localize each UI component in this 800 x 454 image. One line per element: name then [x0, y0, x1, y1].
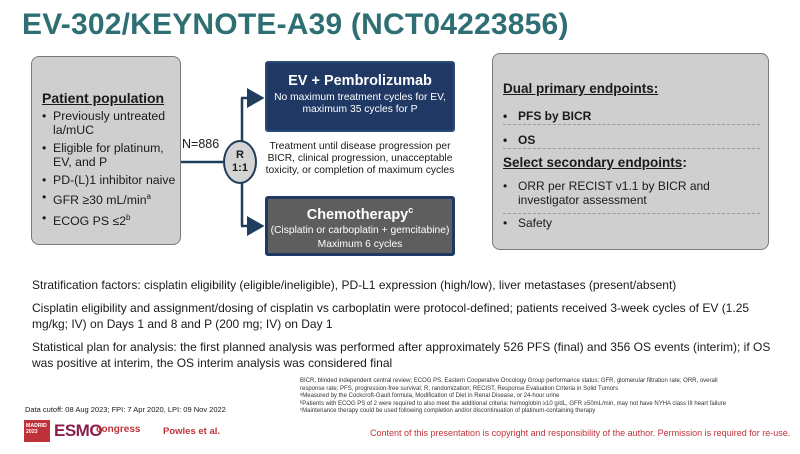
chemo-arm-max-cycles: Maximum 6 cycles	[317, 238, 403, 250]
primary-endpoints-list: PFS by BICR OS	[503, 109, 591, 157]
footnote-line: ᵃMeasured by the Cockcroft-Gault formula…	[300, 393, 560, 400]
esmo-madrid-badge: MADRID 2023	[24, 420, 50, 442]
footnotes: BICR, blinded independent central review…	[300, 378, 790, 416]
secondary-endpoints-list: ORR per RECIST v1.1 by BICR and investig…	[503, 179, 758, 239]
population-item: PD-(L)1 inhibitor naive	[42, 173, 180, 188]
endpoint-item: Safety	[503, 216, 758, 230]
footnote-marker: b	[126, 212, 131, 222]
data-cutoff-text: Data cutoff: 08 Aug 2023; FPI: 7 Apr 202…	[25, 405, 226, 414]
esmo-congress-logo: MADRID 2023 ESMO congress	[24, 420, 144, 442]
ev-arm-title: EV + Pembrolizumab	[288, 73, 432, 89]
treatment-duration-note: Treatment until disease progression per …	[265, 141, 455, 177]
endpoint-item: PFS by BICR	[503, 109, 591, 123]
patient-population-heading: Patient population	[42, 90, 165, 106]
footnote-marker: a	[146, 192, 151, 202]
esmo-congress-word: congress	[96, 424, 141, 435]
chemotherapy-arm-box: Chemotherapyc (Cisplatin or carboplatin …	[265, 196, 455, 256]
randomization-ratio: 1:1	[232, 162, 248, 174]
endpoint-item: ORR per RECIST v1.1 by BICR and investig…	[503, 179, 758, 207]
presenter-name: Powles et al.	[163, 426, 221, 437]
population-item: ECOG PS ≤2b	[42, 211, 180, 229]
statistical-plan-text: Statistical plan for analysis: the first…	[32, 340, 771, 370]
population-item: Eligible for platinum, EV, and P	[42, 141, 180, 170]
sample-size-label: N=886	[182, 137, 220, 151]
stratification-text: Stratification factors: cisplatin eligib…	[32, 278, 677, 292]
patient-population-list: Previously untreated la/mUC Eligible for…	[42, 109, 180, 231]
endpoint-item: OS	[503, 133, 591, 147]
copyright-notice: Content of this presentation is copyrigh…	[370, 428, 791, 438]
chemo-arm-title: Chemotherapyc	[306, 205, 414, 223]
footnote-marker: c	[408, 205, 414, 215]
patient-population-box: Patient population Previously untreated …	[31, 56, 181, 245]
footnote-line: BICR, blinded independent central review…	[300, 378, 718, 384]
population-item: GFR ≥30 mL/mina	[42, 190, 180, 208]
population-item: Previously untreated la/mUC	[42, 109, 180, 138]
ev-pembrolizumab-arm-box: EV + Pembrolizumab No maximum treatment …	[265, 61, 455, 132]
primary-endpoints-heading: Dual primary endpoints:	[503, 81, 659, 96]
esmo-wordmark: ESMO	[54, 421, 103, 440]
endpoints-box: Dual primary endpoints: PFS by BICR OS S…	[492, 53, 769, 250]
chemo-arm-regimen: (Cisplatin or carboplatin + gemcitabine)	[270, 224, 450, 236]
endpoint-divider	[503, 213, 760, 214]
footnote-line: ᶜMaintenance therapy could be used follo…	[300, 408, 596, 415]
cisplatin-text: Cisplatin eligibility and assignment/dos…	[32, 301, 750, 331]
ev-arm-description: No maximum treatment cycles for EV, maxi…	[274, 92, 446, 115]
footnote-line: ᵇPatients with ECOG PS of 2 were require…	[300, 400, 727, 407]
slide-title: EV-302/KEYNOTE-A39 (NCT04223856)	[22, 8, 569, 41]
randomization-circle: R 1:1	[223, 140, 257, 184]
endpoint-divider	[503, 148, 760, 149]
secondary-endpoints-heading: Select secondary endpoints:	[503, 155, 687, 170]
footnote-line: response rate; PFS, progression-free sur…	[300, 385, 619, 392]
endpoint-divider	[503, 124, 760, 125]
randomization-r-label: R	[236, 149, 244, 161]
